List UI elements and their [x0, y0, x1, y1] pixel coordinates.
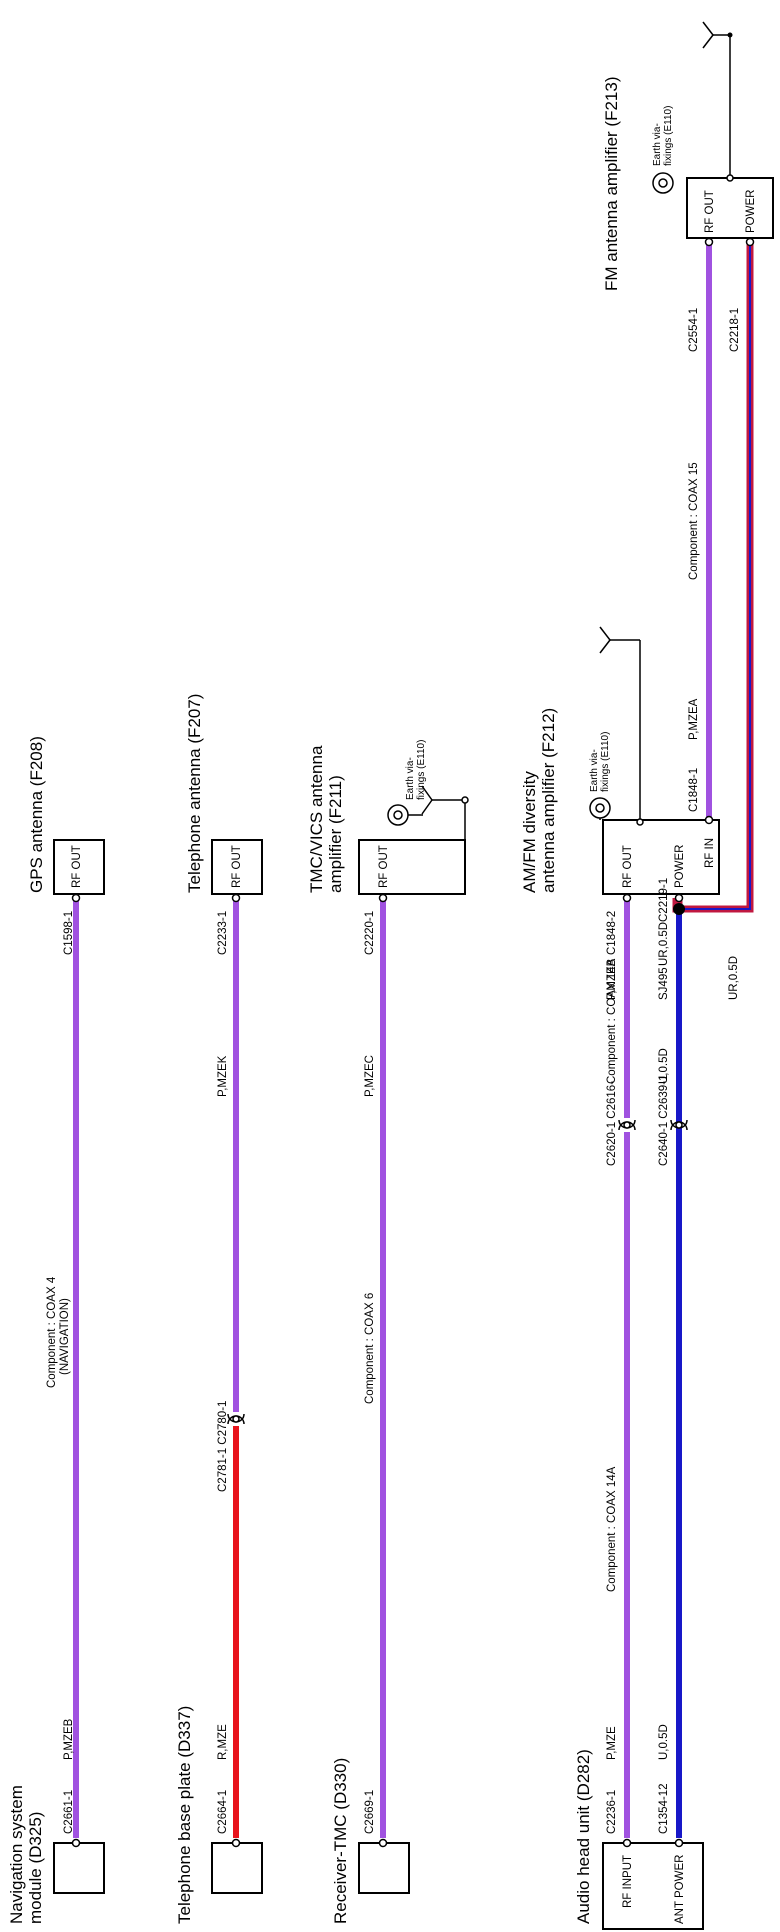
fm-earth-label-2: fixings (E110) [663, 106, 674, 166]
tmc-earth-label-2: fixings (E110) [416, 740, 427, 800]
tmc-color-code: P,MZEC [364, 1055, 376, 1097]
fm-rf-conn-right: C2554-1 [688, 308, 700, 352]
amfm-earth-label-2: fixings (E110) [600, 732, 611, 792]
audio-head-power-pin [674, 1838, 684, 1848]
telephone-antenna-title: Telephone antenna (F207) [185, 694, 204, 893]
tel-color-left: R,MZE [217, 1724, 229, 1760]
fm-pin-power: POWER [745, 190, 757, 233]
gps-antenna-title: GPS antenna (F208) [27, 736, 46, 893]
receiver-tmc-title: Receiver-TMC (D330) [331, 1758, 350, 1924]
audio-head-pin-rf: RF INPUT [622, 1855, 634, 1908]
audio-rf-color-left: P,MZE [606, 1726, 618, 1760]
fm-power-wire-stripe [679, 242, 751, 910]
audio-rf-conn-left: C2236-1 [606, 1790, 618, 1834]
splice-sj495-dot [673, 903, 685, 915]
amfm-pin-power: POWER [674, 845, 686, 888]
gps-antenna-box [53, 839, 105, 895]
fm-rf-component: Component : COAX 15 [688, 462, 700, 580]
tmc-amp-pin [378, 893, 388, 903]
fm-earth-label-1: Earth via- [652, 123, 663, 166]
amfm-pin-rf-in: RF IN [704, 838, 716, 868]
audio-power-splice-color: UR,0.5D [658, 922, 670, 966]
audio-head-pin-power: ANT POWER [674, 1855, 686, 1924]
audio-power-splice: SJ495 [658, 967, 670, 1000]
fm-rf-color-code: P,MZEA [688, 698, 700, 740]
amfm-amp-title-1: AM/FM diversity [520, 771, 539, 893]
tmc-earth-icon [387, 804, 423, 826]
nav-component-1: Component : COAX 4 [46, 1276, 58, 1388]
fm-antenna-icon [702, 21, 734, 182]
telephone-antenna-pin-label: RF OUT [231, 845, 243, 888]
audio-head-box [602, 1842, 704, 1930]
audio-rf-component-a: Component : COAX 14A [606, 1466, 618, 1592]
nav-conn-left: C2661-1 [63, 1790, 75, 1834]
tmc-antenna-icon [421, 785, 469, 870]
nav-module-title-1: Navigation system [7, 1785, 26, 1924]
tmc-amp-box [358, 839, 466, 895]
audio-power-conn-right: C2219-1 [658, 878, 670, 922]
telephone-base-box [211, 1842, 263, 1894]
fm-power-conn-right: C2218-1 [729, 308, 741, 352]
nav-module-pin [71, 1838, 81, 1848]
amfm-antenna-icon [599, 626, 644, 826]
tmc-amp-title-1: TMC/VICS antenna [307, 745, 326, 893]
audio-power-color-left: U,0.5D [658, 1724, 670, 1760]
gps-antenna-pin-label: RF OUT [71, 845, 83, 888]
audio-power-conn-mid: C2640-1 C2639-1 [658, 1075, 670, 1166]
nav-module-box [53, 1842, 105, 1894]
audio-head-rf-pin [622, 1838, 632, 1848]
audio-power-conn-left: C1354-12 [658, 1783, 670, 1834]
audio-head-title: Audio head unit (D282) [574, 1749, 593, 1924]
fm-pin-rf-out: RF OUT [704, 190, 716, 233]
telephone-antenna-box [211, 839, 263, 895]
audio-rf-inline-connector [618, 1119, 636, 1131]
nav-component-2: (NAVIGATION) [59, 1298, 71, 1375]
audio-rf-conn-mid: C2620-1 C2616- [606, 1081, 618, 1166]
gps-antenna-pin [71, 893, 81, 903]
nav-color-code: P,MZEB [63, 1718, 75, 1760]
audio-rf-conn-right: C1848-2 [606, 911, 618, 955]
tel-conn-mid: C2781-1 C2780-1 [217, 1401, 229, 1492]
fm-power-color-code: UR,0.5D [728, 956, 740, 1000]
fm-amp-title: FM antenna amplifier (F213) [602, 77, 621, 291]
fm-rf-conn-left: C1848-1 [688, 768, 700, 812]
nav-conn-right: C1598-1 [63, 911, 75, 955]
nav-module-title-2: module (D325) [26, 1812, 45, 1924]
audio-rf-color-right: P,MZEA [606, 958, 618, 1000]
amfm-earth-icon [589, 797, 611, 820]
telephone-base-title: Telephone base plate (D337) [175, 1706, 194, 1924]
amfm-earth-label-1: Earth via- [589, 749, 600, 792]
telephone-base-pin [231, 1838, 241, 1848]
tel-color-right: P,MZEK [217, 1055, 229, 1097]
amfm-amp-rf-out-pin [622, 893, 632, 903]
receiver-tmc-box [358, 1842, 410, 1894]
tel-inline-connector [227, 1413, 245, 1425]
amfm-amp-title-2: antenna amplifier (F212) [539, 708, 558, 893]
amfm-pin-rf-out: RF OUT [622, 845, 634, 888]
amfm-amp-power-pin [674, 893, 684, 903]
receiver-tmc-pin [378, 1838, 388, 1848]
tel-conn-left: C2664-1 [217, 1790, 229, 1834]
fm-earth-icon [652, 172, 674, 194]
tel-conn-right: C2233-1 [217, 911, 229, 955]
telephone-antenna-pin [231, 893, 241, 903]
fm-amp-power-pin [745, 237, 755, 247]
fm-amp-box [686, 177, 774, 239]
tmc-amp-pin-label: RF OUT [378, 845, 390, 888]
audio-power-inline-connector [670, 1119, 688, 1131]
tmc-amp-title-2: amplifier (F211) [326, 775, 345, 893]
fm-amp-rf-out-pin [704, 237, 714, 247]
tmc-component: Component : COAX 6 [364, 1293, 376, 1404]
tmc-earth-label-1: Earth via- [405, 757, 416, 800]
amfm-amp-box [602, 819, 720, 895]
tmc-conn-left: C2669-1 [364, 1790, 376, 1834]
amfm-amp-rf-in-pin [704, 815, 714, 825]
tmc-conn-right: C2220-1 [364, 911, 376, 955]
audio-power-color-right: U,0.5D [658, 1048, 670, 1084]
audio-rf-component-b: Component : COAX 14B [606, 958, 618, 1084]
